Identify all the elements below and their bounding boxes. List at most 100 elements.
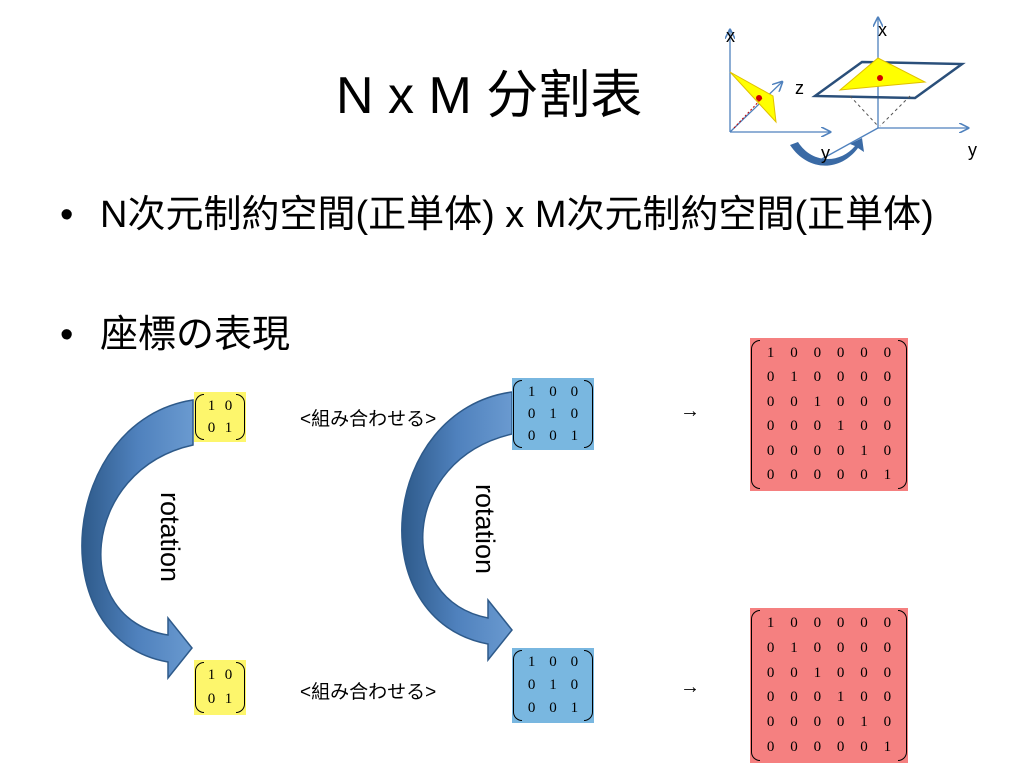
matrix-cell: 0 — [813, 639, 822, 656]
bullet-text: N次元制約空間(正単体) x M次元制約空間(正単体) — [100, 194, 934, 236]
matrix-cell: 0 — [549, 427, 557, 444]
matrix-cell: 0 — [883, 344, 892, 361]
matrix-cell: 0 — [766, 689, 775, 706]
matrix-cell: 1 — [766, 344, 775, 361]
result-arrow: → — [680, 676, 700, 698]
matrix-cell: 0 — [836, 442, 845, 459]
matrix-cell: 0 — [790, 689, 798, 706]
matrix-cell: 0 — [836, 369, 845, 386]
matrix-cell: 0 — [549, 383, 557, 400]
matrix-cell: 0 — [883, 664, 892, 681]
matrix-cell: 0 — [790, 393, 798, 410]
matrix-cell: 1 — [527, 654, 536, 670]
axis-label-z: z — [795, 78, 804, 98]
matrix-cell: 0 — [527, 405, 536, 422]
axis-label-x: x — [726, 26, 735, 46]
right-axes-illustration — [811, 18, 968, 161]
matrix-cell: 0 — [790, 664, 798, 681]
matrix-cell: 0 — [813, 442, 822, 459]
matrix-cell: 0 — [790, 739, 798, 756]
matrix-cell: 0 — [527, 427, 536, 444]
matrix-cell: 0 — [883, 614, 892, 631]
matrix-cell: 0 — [860, 467, 868, 484]
matrix-cell: 0 — [836, 739, 845, 756]
right-parenthesis — [236, 394, 245, 440]
matrix-cell: 0 — [790, 467, 798, 484]
matrix-cell: 0 — [766, 467, 775, 484]
matrix-cell: 0 — [883, 442, 892, 459]
matrix-cell: 0 — [207, 691, 216, 708]
left-axes-illustration — [730, 30, 830, 132]
matrix-cell: 0 — [790, 418, 798, 435]
matrix-cell: 0 — [766, 739, 775, 756]
matrix-cell: 0 — [860, 369, 868, 386]
matrix-cell: 0 — [766, 369, 775, 386]
matrix-cell: 1 — [860, 714, 868, 731]
rotation-arrow-left — [81, 399, 194, 681]
matrix-cell: 0 — [766, 639, 775, 656]
matrix-cell: 0 — [860, 664, 868, 681]
bullet-item: • 座標の表現 — [60, 310, 600, 360]
matrix-cell: 0 — [766, 393, 775, 410]
matrix-cell: 0 — [836, 614, 845, 631]
matrix-cell: 0 — [766, 664, 775, 681]
right-parenthesis — [898, 340, 907, 489]
bullet-dot: • — [60, 314, 74, 356]
matrix-cell: 0 — [860, 639, 868, 656]
result-arrow: → — [680, 400, 700, 422]
matrix-cell: 1 — [549, 677, 557, 693]
matrix-cell: 0 — [836, 344, 845, 361]
right-parenthesis — [584, 380, 593, 448]
matrix-cell: 0 — [836, 714, 845, 731]
matrix-cell: 0 — [883, 689, 892, 706]
matrix-cell: 0 — [224, 397, 233, 414]
matrix-cell: 0 — [766, 714, 775, 731]
right-parenthesis — [898, 610, 907, 761]
rotation-label: rotation — [155, 492, 185, 583]
matrix-cell: 0 — [790, 714, 798, 731]
matrix-cell: 1 — [790, 639, 798, 656]
matrix-cell: 0 — [836, 639, 845, 656]
matrix-cell: 1 — [860, 442, 868, 459]
bullet-text: 座標の表現 — [100, 314, 291, 356]
matrix-cell: 0 — [570, 677, 579, 693]
matrix-cell: 0 — [766, 442, 775, 459]
bullet-item: • N次元制約空間(正単体) x M次元制約空間(正単体) — [60, 190, 960, 240]
rotation-label: rotation — [470, 484, 500, 575]
matrix-cell: 0 — [883, 418, 892, 435]
matrix-cell: 0 — [224, 666, 233, 683]
matrix-cell: 0 — [883, 714, 892, 731]
matrix-cell: 1 — [207, 397, 216, 414]
matrix-cell: 1 — [224, 419, 233, 436]
matrix-cell: 0 — [813, 344, 822, 361]
bullet-dot: • — [60, 194, 74, 236]
axis-label-y: y — [968, 140, 977, 160]
matrix-cell: 0 — [883, 393, 892, 410]
matrix-cell: 0 — [883, 639, 892, 656]
matrix-cell: 0 — [790, 442, 798, 459]
